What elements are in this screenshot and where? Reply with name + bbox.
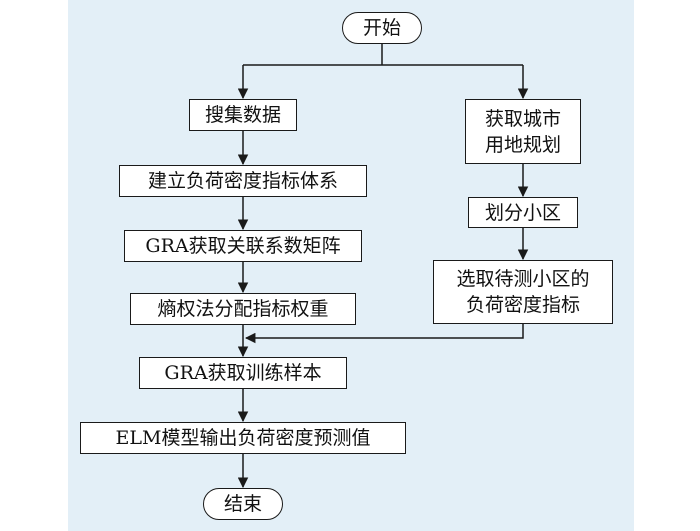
- land-plan-line-2: 用地规划: [484, 133, 561, 156]
- build-index-node: 建立负荷密度指标体系: [119, 165, 367, 197]
- entropy-weight-node: 熵权法分配指标权重: [130, 293, 356, 325]
- select-line-2: 负荷密度指标: [465, 294, 580, 316]
- select-index-node: 选取待测小区的 负荷密度指标: [433, 260, 613, 324]
- edge-select-merge: [244, 324, 524, 344]
- end-node: 结束: [203, 488, 283, 520]
- land-plan-line-1: 获取城市: [484, 107, 561, 130]
- gra-samples-node: GRA获取训练样本: [139, 357, 347, 389]
- divide-zone-node: 划分小区: [468, 197, 578, 228]
- gra-matrix-node: GRA获取关联系数矩阵: [124, 230, 362, 262]
- land-plan-node: 获取城市 用地规划: [465, 99, 581, 164]
- start-node: 开始: [342, 12, 422, 44]
- elm-output-node: ELM模型输出负荷密度预测值: [80, 422, 406, 454]
- collect-data-node: 搜集数据: [189, 99, 297, 131]
- select-line-1: 选取待测小区的: [456, 268, 590, 290]
